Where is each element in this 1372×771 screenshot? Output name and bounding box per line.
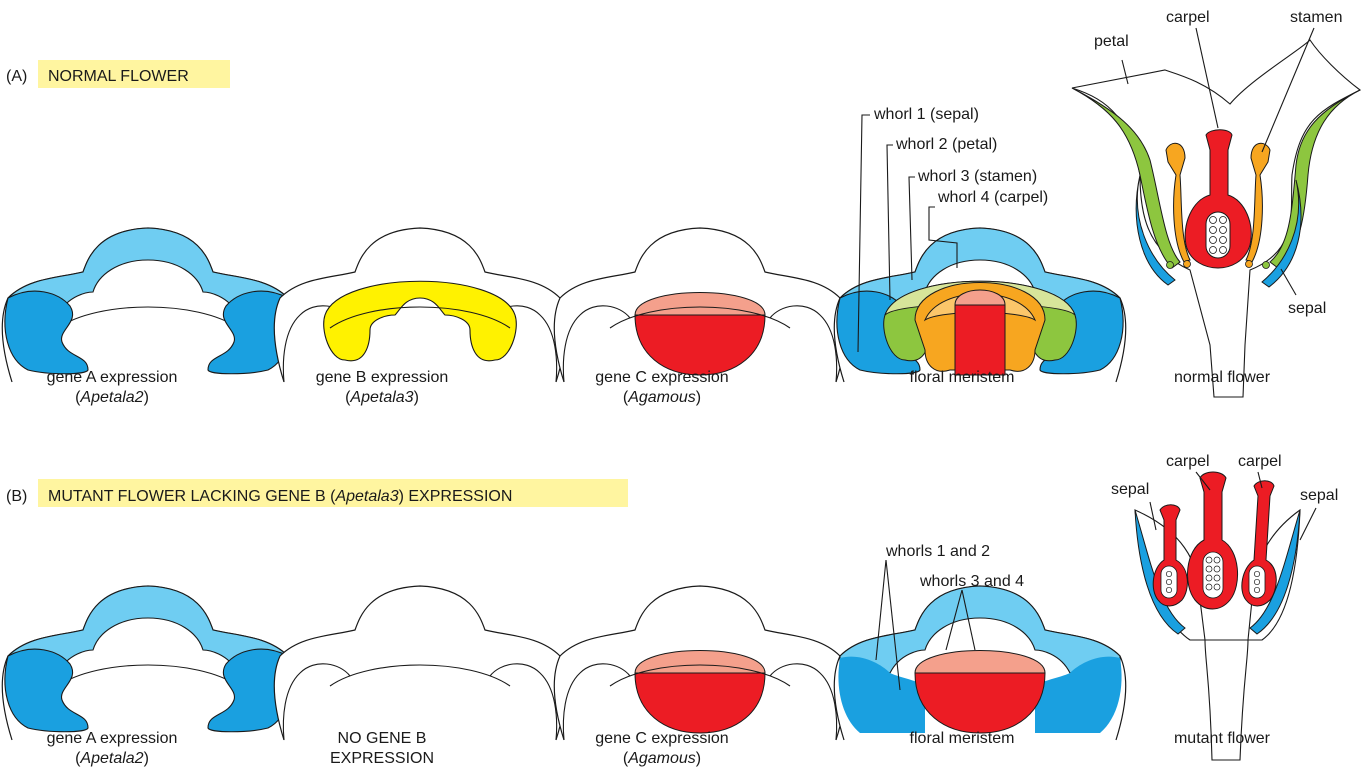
- caption-meristem-row-a: floral meristem: [910, 369, 1015, 386]
- caption-gene-c-name-row-b: (Agamous): [623, 750, 701, 767]
- caption-mutant-flower: mutant flower: [1174, 730, 1271, 747]
- mutant-flower-illustration: [1135, 472, 1316, 760]
- meristem-gene-a-row-b: [2, 586, 294, 740]
- meristem-gene-c-row-a: [554, 228, 846, 382]
- caption-gene-c-row-a: gene C expression: [595, 369, 728, 386]
- caption-gene-c-name-row-a: (Agamous): [623, 389, 701, 406]
- caption-gene-a-name-row-a: (Apetala2): [75, 389, 149, 406]
- panel-a-header: (A) NORMAL FLOWER: [6, 60, 230, 88]
- panel-a-letter: (A): [6, 68, 27, 85]
- caption-gene-a-row-b: gene A expression: [47, 730, 178, 747]
- meristem-floral-row-a: [834, 228, 1126, 382]
- meristem-gene-a-row-a: [2, 228, 294, 382]
- whorls12-label: whorls 1 and 2: [885, 543, 990, 560]
- panel-b-title: MUTANT FLOWER LACKING GENE B (Apetala3) …: [48, 488, 512, 505]
- meristem-gene-c-row-b: [554, 586, 846, 740]
- meristem-floral-row-b: [834, 586, 1126, 740]
- panel-b-letter: (B): [6, 488, 27, 505]
- petal-label: petal: [1094, 33, 1129, 50]
- caption-normal-flower: normal flower: [1174, 369, 1271, 386]
- whorl2-label: whorl 2 (petal): [895, 136, 997, 153]
- caption-gene-b-row-a: gene B expression: [316, 369, 449, 386]
- mutant-carpel-left-label: carpel: [1166, 453, 1210, 470]
- caption-meristem-row-b: floral meristem: [910, 730, 1015, 747]
- mutant-sepal-left-label: sepal: [1111, 481, 1149, 498]
- whorl4-label: whorl 4 (carpel): [937, 189, 1048, 206]
- panel-a-title: NORMAL FLOWER: [48, 68, 189, 85]
- stamen-label: stamen: [1290, 9, 1342, 26]
- caption-no-gene-b-line1: NO GENE B: [338, 730, 427, 747]
- meristem-no-gene-b-row-b: [274, 586, 566, 740]
- caption-gene-a-row-a: gene A expression: [47, 369, 178, 386]
- caption-gene-b-name-row-a: (Apetala3): [345, 389, 419, 406]
- panel-b-header: (B) MUTANT FLOWER LACKING GENE B (Apetal…: [6, 479, 628, 507]
- carpel-label: carpel: [1166, 9, 1210, 26]
- caption-gene-c-row-b: gene C expression: [595, 730, 728, 747]
- sepal-label: sepal: [1288, 300, 1326, 317]
- whorl1-label: whorl 1 (sepal): [873, 106, 979, 123]
- caption-no-gene-b-line2: EXPRESSION: [330, 750, 434, 767]
- whorls34-label: whorls 3 and 4: [919, 573, 1024, 590]
- caption-gene-a-name-row-b: (Apetala2): [75, 750, 149, 767]
- meristem-gene-b-row-a: [274, 228, 566, 382]
- mutant-sepal-right-label: sepal: [1300, 487, 1338, 504]
- mutant-carpel-right-label: carpel: [1238, 453, 1282, 470]
- whorl3-label: whorl 3 (stamen): [917, 168, 1037, 185]
